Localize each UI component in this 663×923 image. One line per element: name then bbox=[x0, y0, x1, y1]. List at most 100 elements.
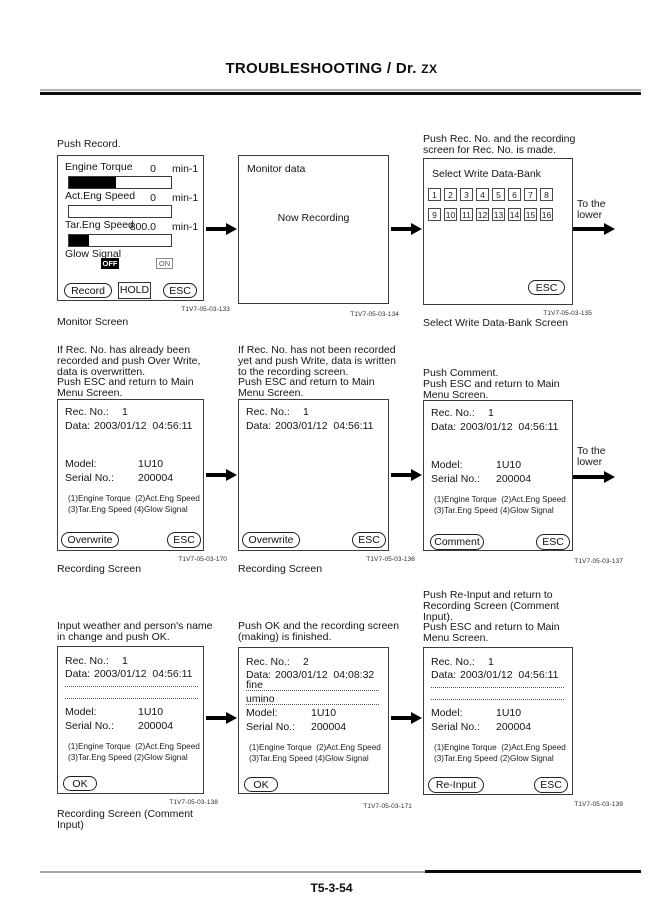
bank-button-4[interactable]: 4 bbox=[476, 188, 489, 201]
page-title-suffix: ZX bbox=[421, 62, 438, 76]
figure-code: T1V7-05-03-133 bbox=[181, 306, 230, 313]
comment-field-name[interactable]: umino bbox=[246, 693, 379, 705]
data-label: Data: bbox=[431, 421, 457, 433]
engine-torque-bar-fill bbox=[69, 177, 116, 188]
monitor-screen: Engine Torque 0 min-1 Act.Eng Speed 0 mi… bbox=[57, 155, 204, 301]
bank-button-1[interactable]: 1 bbox=[428, 188, 441, 201]
page-title: TROUBLESHOOTING / Dr. ZX bbox=[0, 60, 663, 77]
overwrite-button[interactable]: Overwrite bbox=[242, 532, 300, 548]
serial-value: 200004 bbox=[496, 473, 532, 485]
bank-button-12[interactable]: 12 bbox=[476, 208, 489, 221]
comment-field-weather[interactable]: fine bbox=[246, 679, 379, 691]
bank-button-15[interactable]: 15 bbox=[524, 208, 537, 221]
page-title-main: TROUBLESHOOTING / Dr. bbox=[225, 60, 417, 77]
arrow-right-icon bbox=[391, 711, 422, 724]
caption-reinput: Push Re-Input and return to Recording Sc… bbox=[423, 589, 560, 645]
caption-overwrite: If Rec. No. has already been recorded an… bbox=[57, 344, 201, 400]
serial-value: 200004 bbox=[138, 472, 174, 484]
engine-torque-bar bbox=[68, 176, 172, 189]
bank-button-8[interactable]: 8 bbox=[540, 188, 553, 201]
footer-rule-gray bbox=[40, 871, 425, 873]
model-value: 1U10 bbox=[138, 706, 164, 718]
bank-button-14[interactable]: 14 bbox=[508, 208, 521, 221]
channel-line-2: (3)Tar.Eng Speed (2)Glow Signal bbox=[68, 753, 188, 762]
figure-code: T1V7-05-03-136 bbox=[366, 556, 415, 563]
arrow-right-icon bbox=[573, 222, 615, 235]
comment-input-field[interactable] bbox=[65, 686, 198, 687]
comment-button[interactable]: Comment bbox=[430, 534, 484, 550]
serial-label: Serial No.: bbox=[431, 721, 481, 733]
figure-code: T1V7-05-03-170 bbox=[178, 556, 227, 563]
figure-code: T1V7-05-03-138 bbox=[169, 799, 218, 806]
bank-button-5[interactable]: 5 bbox=[492, 188, 505, 201]
rec-no-value: 1 bbox=[303, 406, 309, 418]
record-button[interactable]: Record bbox=[64, 283, 112, 298]
comment-field-empty bbox=[431, 699, 564, 700]
recording-screen-overwrite: Rec. No.: 1 Data: 2003/01/12 04:56:11 Mo… bbox=[57, 399, 204, 551]
glow-signal-label: Glow Signal bbox=[65, 248, 122, 260]
rec-no-label: Rec. No.: bbox=[246, 406, 290, 418]
gauge-unit-act-eng-speed: min-1 bbox=[172, 192, 199, 204]
now-recording-status: Now Recording bbox=[277, 212, 350, 224]
comment-field-empty bbox=[431, 687, 564, 688]
model-label: Model: bbox=[65, 706, 97, 718]
screen-label-data-bank: Select Write Data-Bank Screen bbox=[423, 317, 569, 329]
esc-button[interactable]: ESC bbox=[163, 283, 197, 298]
data-value: 2003/01/12 04:08:32 bbox=[275, 669, 375, 681]
monitor-data-title: Monitor data bbox=[247, 163, 306, 175]
rec-no-label: Rec. No.: bbox=[65, 406, 109, 418]
reinput-button[interactable]: Re-Input bbox=[428, 777, 484, 793]
arrow-right-icon bbox=[391, 222, 422, 235]
channel-line-1: (1)Engine Torque (2)Act.Eng Speed bbox=[434, 495, 566, 504]
ok-button[interactable]: OK bbox=[244, 777, 278, 792]
serial-label: Serial No.: bbox=[431, 473, 481, 485]
bank-button-9[interactable]: 9 bbox=[428, 208, 441, 221]
bank-button-7[interactable]: 7 bbox=[524, 188, 537, 201]
serial-value: 200004 bbox=[496, 721, 532, 733]
esc-button[interactable]: ESC bbox=[352, 532, 386, 548]
arrow-right-icon bbox=[391, 468, 422, 481]
model-label: Model: bbox=[431, 459, 463, 471]
data-value: 2003/01/12 04:56:11 bbox=[94, 420, 193, 432]
bank-button-10[interactable]: 10 bbox=[444, 208, 457, 221]
serial-value: 200004 bbox=[311, 721, 347, 733]
bank-button-11[interactable]: 11 bbox=[460, 208, 473, 221]
ok-button[interactable]: OK bbox=[63, 776, 97, 791]
overwrite-button[interactable]: Overwrite bbox=[61, 532, 119, 548]
gauge-value-act-eng-speed: 0 bbox=[150, 192, 156, 204]
glow-off-toggle[interactable]: OFF bbox=[101, 258, 119, 269]
glow-on-toggle[interactable]: ON bbox=[156, 258, 173, 269]
bank-button-row-1: 1 2 3 4 5 6 7 8 bbox=[428, 188, 553, 201]
model-label: Model: bbox=[431, 707, 463, 719]
rec-no-value: 2 bbox=[303, 656, 309, 668]
recording-screen-reinput: Rec. No.: 1 Data: 2003/01/12 04:56:11 Mo… bbox=[423, 647, 573, 795]
arrow-right-icon bbox=[206, 222, 237, 235]
bank-button-2[interactable]: 2 bbox=[444, 188, 457, 201]
figure-code: T1V7-05-03-171 bbox=[363, 803, 412, 810]
gauge-value-tar-eng-speed: 800.0 bbox=[129, 221, 156, 233]
esc-button[interactable]: ESC bbox=[536, 534, 570, 550]
bank-button-3[interactable]: 3 bbox=[460, 188, 473, 201]
arrow-right-icon bbox=[206, 711, 237, 724]
gauge-value-engine-torque: 0 bbox=[150, 163, 156, 175]
bank-button-16[interactable]: 16 bbox=[540, 208, 553, 221]
data-value: 2003/01/12 04:56:11 bbox=[460, 421, 559, 433]
screen-label-recording: Recording Screen bbox=[57, 563, 142, 575]
serial-label: Serial No.: bbox=[246, 721, 296, 733]
comment-input-field[interactable] bbox=[65, 698, 198, 699]
figure-code: T1V7-05-03-135 bbox=[543, 310, 592, 317]
esc-button[interactable]: ESC bbox=[528, 280, 565, 295]
channel-line-2: (3)Tar.Eng Speed (4)Glow Signal bbox=[434, 506, 554, 515]
header-rule bbox=[40, 89, 641, 95]
bank-button-13[interactable]: 13 bbox=[492, 208, 505, 221]
channel-line-1: (1)Engine Torque (2)Act.Eng Speed bbox=[68, 742, 200, 751]
bank-button-6[interactable]: 6 bbox=[508, 188, 521, 201]
channel-line-2: (3)Tar.Eng Speed (4)Glow Signal bbox=[68, 505, 188, 514]
channel-line-2: (3)Tar.Eng Speed (4)Glow Signal bbox=[249, 754, 369, 763]
model-value: 1U10 bbox=[496, 707, 522, 719]
hold-button[interactable]: HOLD bbox=[118, 282, 151, 299]
esc-button[interactable]: ESC bbox=[534, 777, 568, 793]
gauge-unit-engine-torque: min-1 bbox=[172, 163, 199, 175]
serial-value: 200004 bbox=[138, 720, 174, 732]
esc-button[interactable]: ESC bbox=[167, 532, 201, 548]
